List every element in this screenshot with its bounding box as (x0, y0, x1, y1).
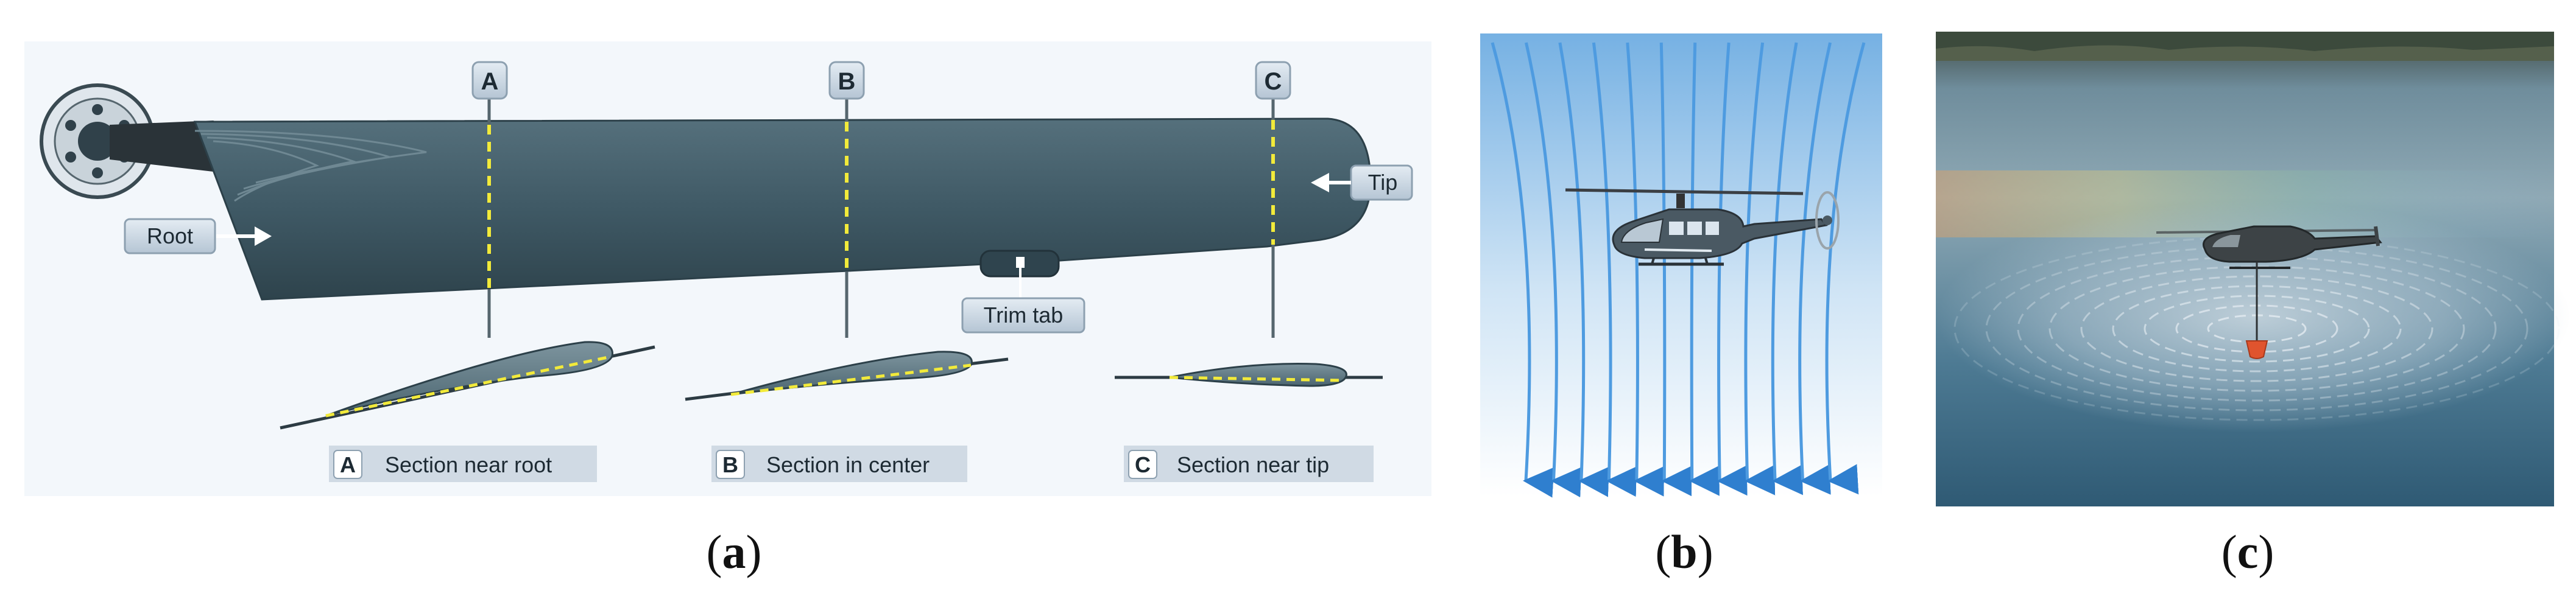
station-marker-b: B (828, 61, 865, 100)
panel-c-treeline (1936, 45, 2554, 61)
tip-label-text: Tip (1368, 170, 1398, 195)
airfoil-section-b (685, 351, 1009, 401)
black-hawk-helicopter-icon (2156, 225, 2382, 359)
blade-root-contours (194, 130, 427, 202)
station-marker-b-text: B (838, 68, 856, 95)
ripple-ring (2080, 275, 2433, 382)
section-caption-a-letter: A (340, 452, 356, 477)
station-lines (487, 96, 1275, 338)
section-caption-b: B Section in center (711, 446, 967, 482)
section-caption-b-text: Section in center (766, 452, 930, 477)
section-caption-a-text: Section near root (385, 452, 552, 477)
caption-a: (a) (706, 525, 762, 578)
downwash-flow-line (1771, 42, 1803, 495)
section-caption-c-text: Section near tip (1177, 452, 1329, 477)
caption-c: (c) (2221, 525, 2274, 578)
downwash-flow-line (1825, 42, 1866, 495)
root-arrow-head-icon (255, 226, 272, 246)
panel-c (1936, 32, 2571, 506)
caption-a-letter: a (722, 525, 746, 578)
helicopter-icon (1565, 188, 1840, 266)
station-marker-a: A (471, 61, 508, 100)
downwash-flow-line (1558, 42, 1609, 497)
water-bucket-icon (2245, 340, 2268, 359)
panel-c-spray (1937, 201, 2571, 432)
downwash-flow-line (1798, 42, 1832, 495)
root-label: Root (124, 218, 272, 254)
tip-arrow-head-icon (1311, 173, 1329, 192)
section-caption-c-letter: C (1135, 452, 1151, 477)
downwash-flow-line (1592, 42, 1637, 497)
ripple-ring (2112, 285, 2402, 373)
section-caption-b-letter: B (722, 452, 738, 477)
caption-b: (b) (1655, 525, 1713, 578)
station-marker-c-text: C (1265, 68, 1282, 95)
downwash-flow-line (1491, 42, 1554, 498)
panel-b (1480, 33, 1882, 498)
trim-tab-marker (1016, 257, 1025, 268)
trim-tab-label-text: Trim tab (984, 303, 1064, 327)
airfoil-section-a (280, 341, 655, 430)
root-label-text: Root (147, 223, 193, 248)
station-marker-a-text: A (481, 68, 499, 95)
panel-a: A B C Root Tip Trim tab (24, 41, 1431, 496)
airfoil-section-c (1115, 362, 1383, 387)
trim-tab-label: Trim tab (961, 297, 1085, 334)
section-caption-a: A Section near root (329, 446, 597, 482)
tip-label: Tip (1311, 164, 1413, 201)
station-marker-c: C (1255, 61, 1291, 100)
section-caption-c: C Section near tip (1124, 446, 1374, 482)
ripple-ring (2048, 265, 2465, 392)
caption-b-letter: b (1671, 525, 1698, 578)
downwash-flow-line (1525, 42, 1582, 498)
caption-c-letter: c (2237, 525, 2259, 578)
